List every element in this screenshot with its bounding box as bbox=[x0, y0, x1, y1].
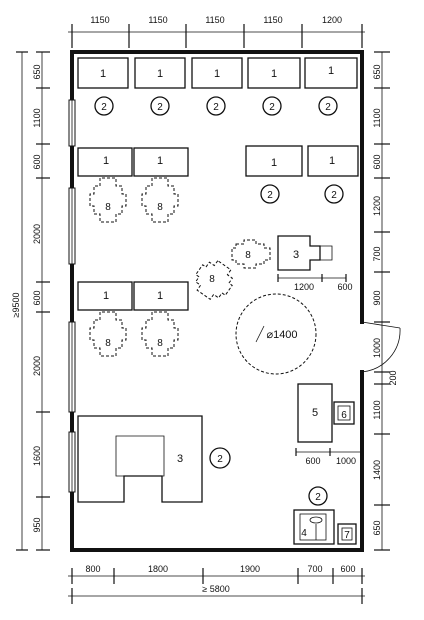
center-cluster: 8 8 3 1200 600 ⌀1400 bbox=[194, 235, 353, 375]
dim-right-7: 1000 bbox=[372, 338, 382, 358]
marker-label-5: 2 bbox=[325, 102, 331, 113]
dim-top-2: 1150 bbox=[148, 15, 167, 25]
marker-label-6: 2 bbox=[267, 190, 273, 201]
dim-right-2: 1100 bbox=[372, 108, 382, 127]
left-dimension-chain: ≥9500 650 1100 600 2000 600 2000 1600 95… bbox=[11, 51, 50, 551]
label-item-3-center: 3 bbox=[293, 249, 299, 261]
dim-right-3: 600 bbox=[372, 154, 382, 169]
dim-right-5: 700 bbox=[372, 246, 382, 261]
label-chair-2: 8 bbox=[157, 202, 163, 213]
label-ws-6: 1 bbox=[157, 290, 163, 302]
label-item-4: 4 bbox=[301, 528, 307, 539]
dim-top-5: 1200 bbox=[322, 15, 342, 25]
bench-top-2 bbox=[134, 57, 186, 89]
dim-left-5: 600 bbox=[32, 290, 42, 305]
label-ws-5: 1 bbox=[103, 290, 109, 302]
inner-dim-600a: 600 bbox=[337, 282, 352, 292]
label-chair-4: 8 bbox=[157, 338, 163, 349]
dim-top-4: 1150 bbox=[263, 15, 282, 25]
label-bench-top-4: 1 bbox=[271, 68, 277, 80]
dim-bottom-2: 1800 bbox=[148, 564, 168, 574]
dim-right-8: 200 bbox=[388, 370, 398, 385]
circle-diameter-label: ⌀1400 bbox=[266, 329, 297, 341]
workstations-right: 1 1 bbox=[245, 145, 359, 177]
dim-bottom-4: 700 bbox=[307, 564, 322, 574]
marker-label-2: 2 bbox=[157, 102, 163, 113]
label-item-6: 6 bbox=[341, 410, 347, 421]
label-item-5: 5 bbox=[312, 407, 318, 419]
workstations-upper-left: 1 1 8 8 bbox=[77, 147, 189, 223]
label-bench-top-5: 1 bbox=[328, 65, 334, 77]
bench-top-5 bbox=[304, 57, 358, 89]
dim-left-6: 2000 bbox=[32, 356, 42, 376]
label-chair-1: 8 bbox=[105, 202, 111, 213]
walls bbox=[68, 50, 401, 552]
dim-right-11: 650 bbox=[372, 520, 382, 535]
dim-bottom-total: ≥ 5800 bbox=[202, 584, 229, 594]
turning-circle bbox=[235, 293, 317, 375]
label-chair-3: 8 bbox=[105, 338, 111, 349]
label-ws-1: 1 bbox=[103, 155, 109, 167]
inner-dim-1000: 1000 bbox=[336, 456, 356, 466]
label-chair-5: 8 bbox=[209, 274, 215, 285]
bench-top-1 bbox=[77, 57, 129, 89]
sink-area: 4 7 bbox=[293, 509, 357, 545]
dim-right-1: 650 bbox=[372, 64, 382, 79]
label-chair-6: 8 bbox=[245, 250, 251, 261]
marker-label-8: 2 bbox=[217, 454, 223, 465]
dim-right-10: 1400 bbox=[372, 460, 382, 480]
workstations-lower-left: 1 1 8 8 bbox=[77, 281, 189, 357]
dim-bottom-5: 600 bbox=[340, 564, 355, 574]
label-bench-top-3: 1 bbox=[214, 68, 220, 80]
top-dimension-chain: 1150 1150 1150 1150 1200 bbox=[68, 15, 365, 48]
top-benches: 1 1 1 1 1 bbox=[77, 57, 358, 89]
dim-top-1: 1150 bbox=[90, 15, 109, 25]
label-ws-2: 1 bbox=[157, 155, 163, 167]
dim-bottom-3: 1900 bbox=[240, 564, 260, 574]
marker-label-4: 2 bbox=[269, 102, 275, 113]
dim-left-8: 950 bbox=[32, 517, 42, 532]
inner-dim-1200: 1200 bbox=[294, 282, 314, 292]
large-table: 3 bbox=[77, 415, 203, 503]
dim-top-3: 1150 bbox=[205, 15, 224, 25]
marker-label-9: 2 bbox=[315, 492, 321, 503]
dim-left-1: 650 bbox=[32, 64, 42, 79]
dim-right-9: 1100 bbox=[372, 400, 382, 419]
dim-right-4: 1200 bbox=[372, 196, 382, 216]
dim-right-6: 900 bbox=[372, 290, 382, 305]
label-item-7: 7 bbox=[344, 530, 350, 541]
dim-left-total: ≥9500 bbox=[11, 293, 21, 318]
dim-left-4: 2000 bbox=[32, 224, 42, 244]
label-item-3-large: 3 bbox=[177, 453, 183, 465]
right-furniture: 5 6 600 1000 bbox=[295, 383, 363, 466]
dim-left-7: 1600 bbox=[32, 446, 42, 466]
dim-left-2: 1100 bbox=[32, 108, 42, 127]
circle-markers: 2 2 2 2 2 2 2 2 2 bbox=[94, 96, 344, 506]
label-bench-top-1: 1 bbox=[100, 68, 106, 80]
dim-left-3: 600 bbox=[32, 154, 42, 169]
marker-label-1: 2 bbox=[101, 102, 107, 113]
dim-bottom-1: 800 bbox=[85, 564, 100, 574]
bottom-dimension-chain: 800 1800 1900 700 600 ≥ 5800 bbox=[68, 564, 365, 604]
bench-top-3 bbox=[191, 57, 243, 89]
label-ws-3: 1 bbox=[271, 157, 277, 169]
marker-label-3: 2 bbox=[213, 102, 219, 113]
label-ws-4: 1 bbox=[329, 155, 335, 167]
inner-dim-600b: 600 bbox=[305, 456, 320, 466]
label-bench-top-2: 1 bbox=[157, 68, 163, 80]
bench-top-4 bbox=[247, 57, 301, 89]
right-dimension-chain: 650 1100 600 1200 700 900 1000 200 1100 … bbox=[372, 51, 398, 551]
marker-label-7: 2 bbox=[331, 190, 337, 201]
